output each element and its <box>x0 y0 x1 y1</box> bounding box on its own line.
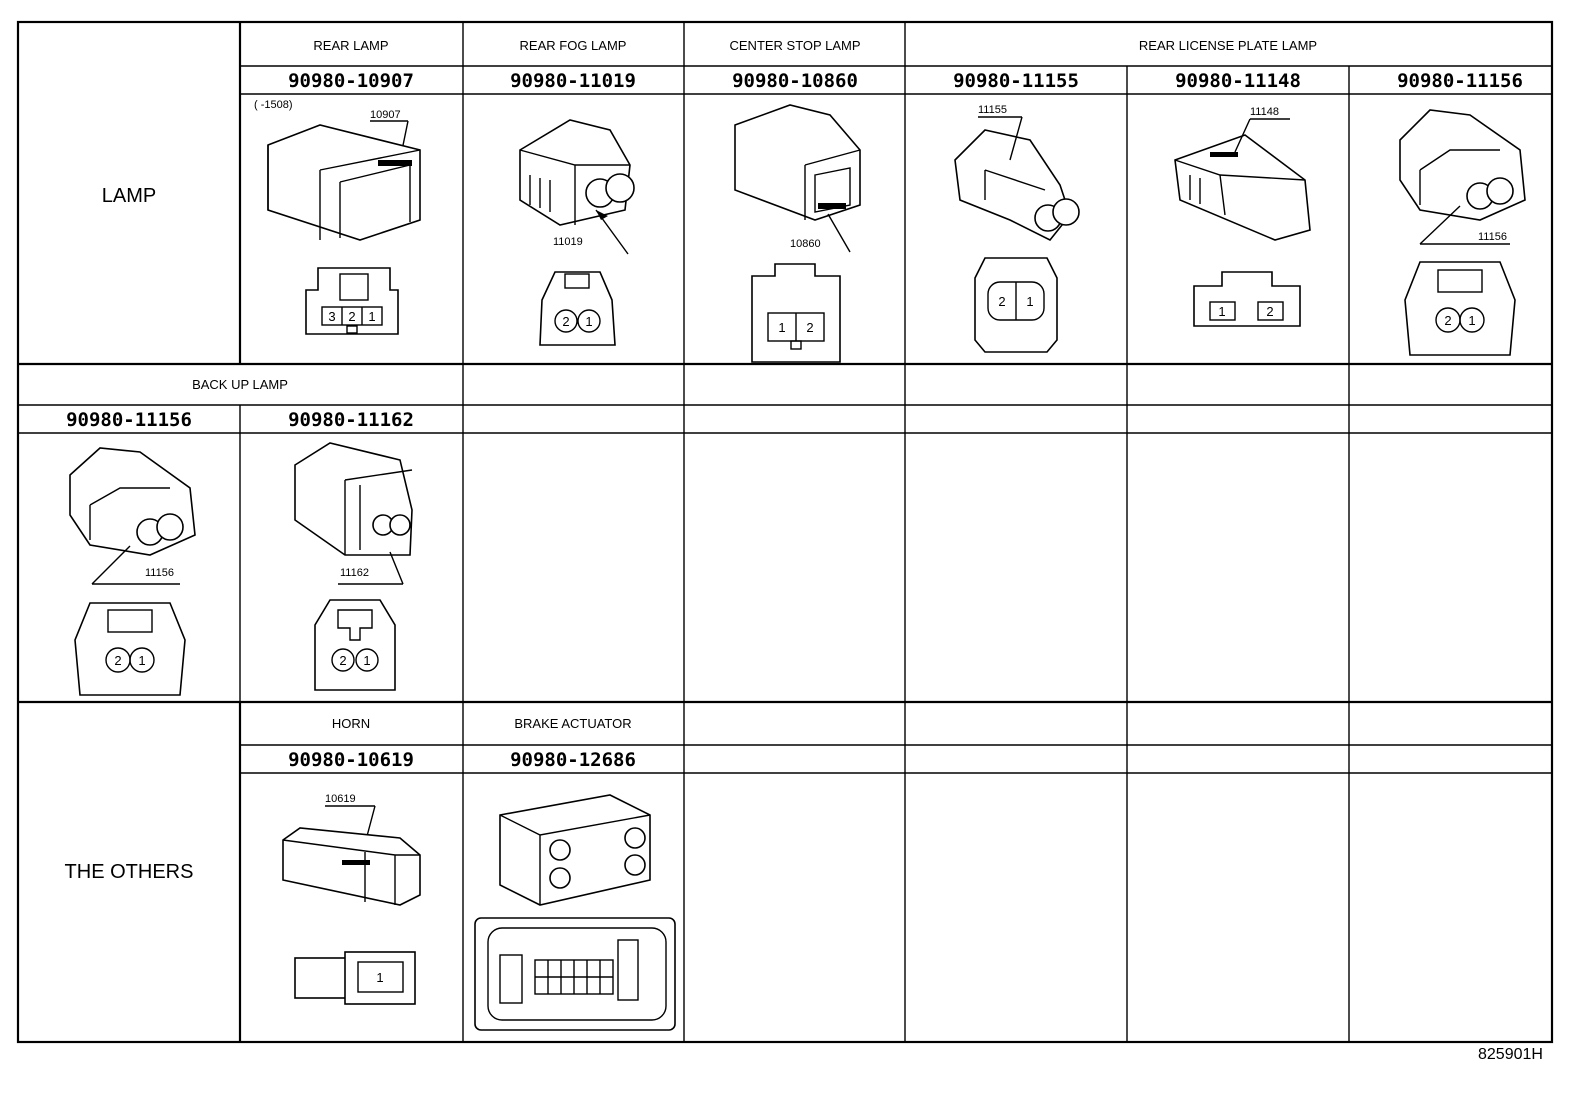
connector-drawing-11162: 11162 2 1 <box>294 442 413 691</box>
callout-11156-backup: 11156 <box>145 567 174 579</box>
category-center-stop-lamp: CENTER STOP LAMP <box>730 38 861 53</box>
table-grid <box>16 20 1554 1044</box>
section-others-label: THE OTHERS <box>65 861 194 883</box>
svg-text:2: 2 <box>339 653 346 668</box>
part-number-11162: 90980-11162 <box>288 409 414 431</box>
svg-text:2: 2 <box>998 294 1005 309</box>
connector-drawing-10907: ( -1508) 10907 3 2 1 <box>254 99 421 335</box>
part-number-10860: 90980-10860 <box>732 70 858 92</box>
connector-drawing-10860: 10860 1 2 <box>734 104 861 363</box>
callout-11148: 11148 <box>1250 106 1279 118</box>
category-rear-license-plate-lamp: REAR LICENSE PLATE LAMP <box>1139 38 1317 53</box>
part-number-11148: 90980-11148 <box>1175 70 1301 92</box>
category-horn: HORN <box>332 716 370 731</box>
svg-text:1: 1 <box>376 970 383 985</box>
svg-text:1: 1 <box>1218 304 1225 319</box>
connector-drawing-11019: 11019 2 1 <box>519 119 635 346</box>
callout-11156-lamp: 11156 <box>1478 231 1507 243</box>
category-brake-actuator: BRAKE ACTUATOR <box>514 716 631 731</box>
callout-10860: 10860 <box>790 238 821 250</box>
callout-11019: 11019 <box>553 236 583 248</box>
connector-drawing-11148: 11148 1 2 <box>1174 106 1311 327</box>
svg-text:2: 2 <box>806 320 813 335</box>
svg-text:1: 1 <box>1468 313 1475 328</box>
connector-drawing-11155: 11155 2 1 <box>954 104 1080 353</box>
svg-text:2: 2 <box>114 653 121 668</box>
callout-10907: 10907 <box>370 109 401 121</box>
section-lamp-label: LAMP <box>102 185 156 207</box>
svg-text:3: 3 <box>328 309 335 324</box>
part-number-10619: 90980-10619 <box>288 749 414 771</box>
connector-drawing-12686 <box>474 794 676 1031</box>
callout-1508: ( -1508) <box>254 99 293 111</box>
callout-10619: 10619 <box>325 793 356 805</box>
connector-drawing-10619: 10619 1 <box>282 793 421 1005</box>
connector-drawing-11156-backup: 11156 2 1 <box>69 447 196 696</box>
svg-text:2: 2 <box>348 309 355 324</box>
part-number-11156-backup: 90980-11156 <box>66 409 192 431</box>
part-number-11156-lamp: 90980-11156 <box>1397 70 1523 92</box>
part-number-12686: 90980-12686 <box>510 749 636 771</box>
svg-text:1: 1 <box>778 320 785 335</box>
svg-text:2: 2 <box>1266 304 1273 319</box>
connector-drawing-11156-lamp: 11156 2 1 <box>1399 109 1526 356</box>
part-number-11019: 90980-11019 <box>510 70 636 92</box>
callout-11155: 11155 <box>978 104 1007 116</box>
svg-text:2: 2 <box>1444 313 1451 328</box>
svg-text:1: 1 <box>368 309 375 324</box>
svg-text:1: 1 <box>363 653 370 668</box>
part-number-11155: 90980-11155 <box>953 70 1079 92</box>
category-rear-fog-lamp: REAR FOG LAMP <box>520 38 627 53</box>
part-number-10907: 90980-10907 <box>288 70 414 92</box>
svg-text:1: 1 <box>585 314 592 329</box>
drawing-id: 825901H <box>1478 1046 1543 1063</box>
svg-text:1: 1 <box>138 653 145 668</box>
brake-connector-face <box>474 917 676 1031</box>
callout-11162: 11162 <box>340 567 369 579</box>
category-rear-lamp: REAR LAMP <box>313 38 388 53</box>
category-back-up-lamp: BACK UP LAMP <box>192 377 288 392</box>
svg-text:1: 1 <box>1026 294 1033 309</box>
svg-text:2: 2 <box>562 314 569 329</box>
